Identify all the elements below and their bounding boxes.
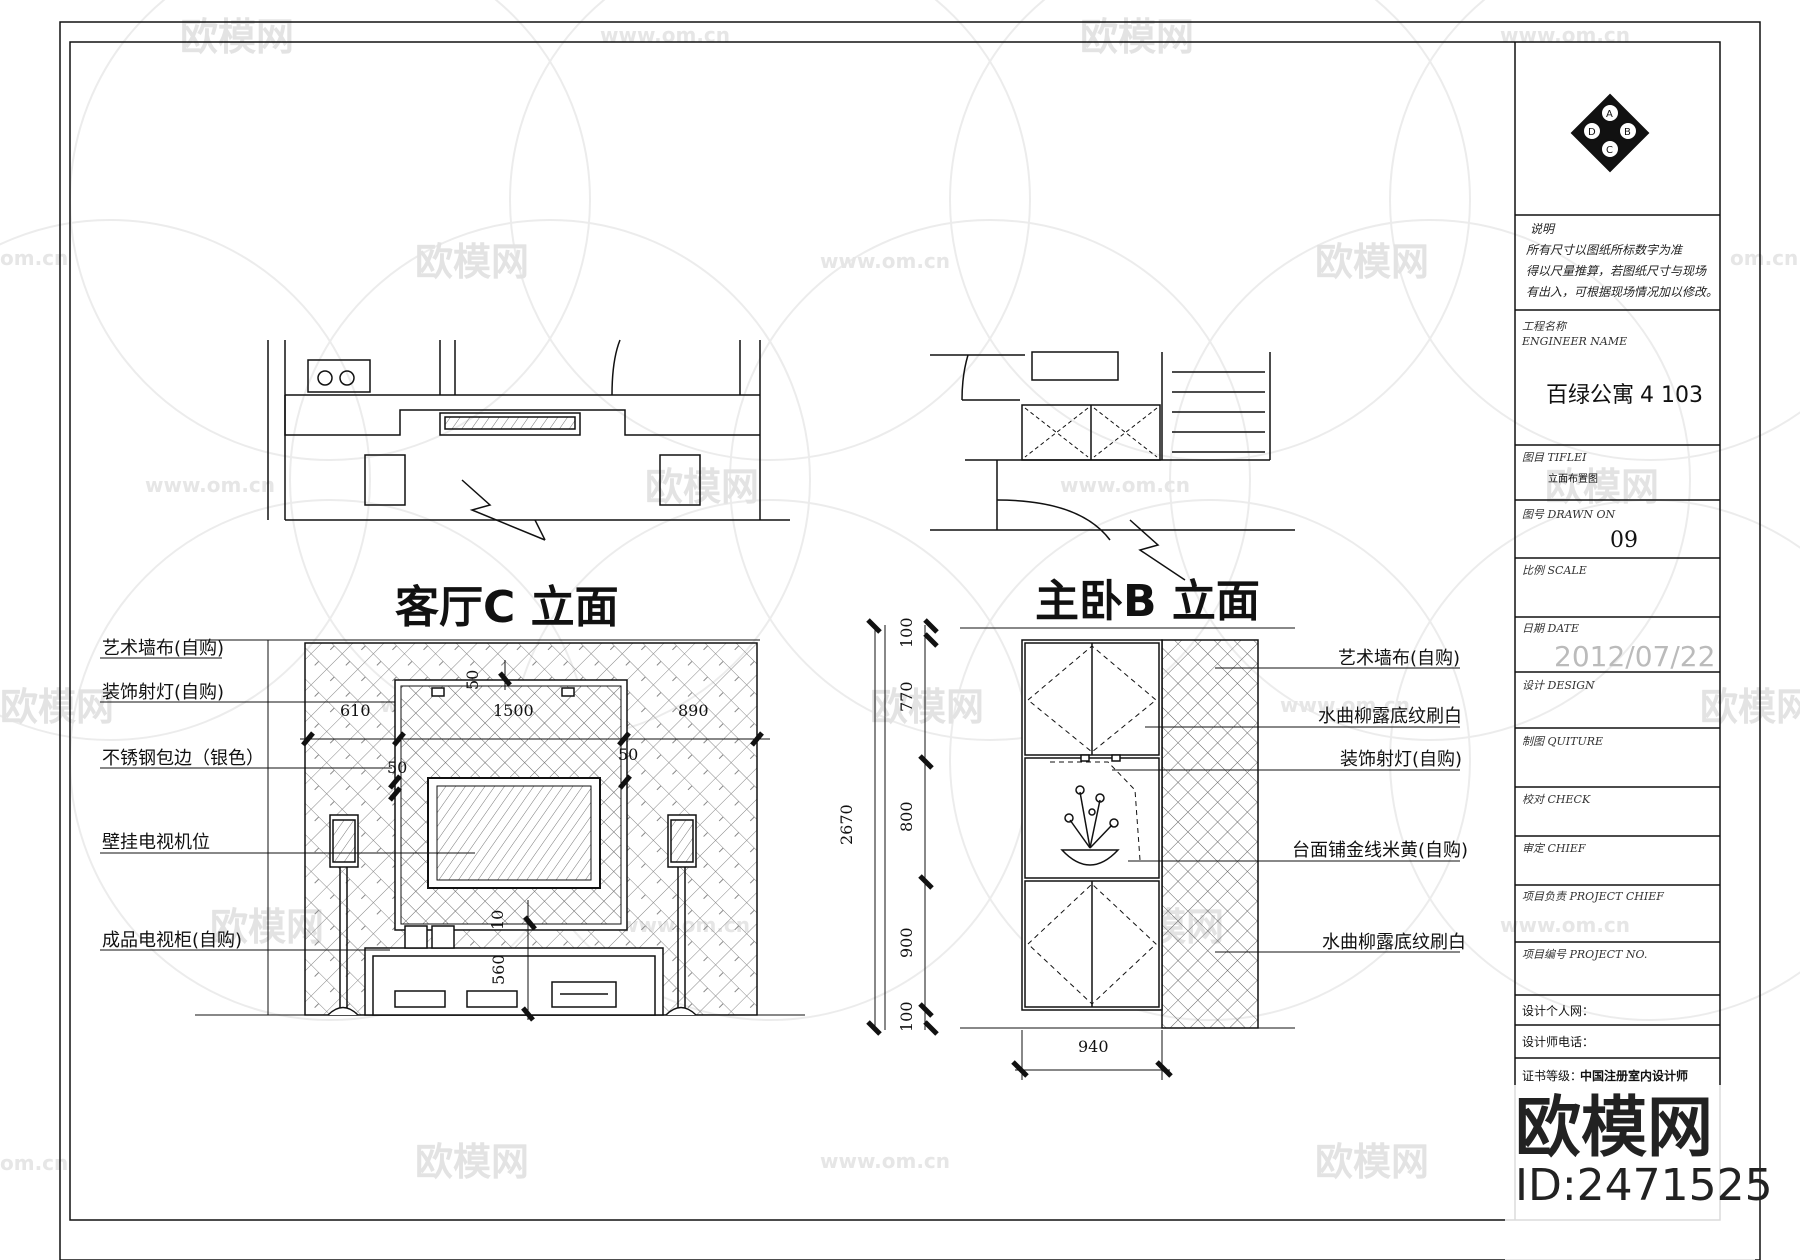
dim-seg-bottom: 100 bbox=[897, 1001, 916, 1032]
website-label: 设计个人网： bbox=[1522, 1004, 1594, 1018]
watermark-url: www.om.cn bbox=[820, 1149, 950, 1173]
project-chief-label: 项目负责 PROJECT CHIEF bbox=[1522, 890, 1664, 903]
label-stainless-trim: 不锈钢包边（银色） bbox=[102, 748, 264, 769]
project-no-label: 项目编号 PROJECT NO. bbox=[1522, 948, 1647, 961]
dim-mid-span: 1500 bbox=[493, 701, 534, 720]
cert-value: 中国注册室内设计师 bbox=[1580, 1068, 1688, 1083]
scale-label: 比例 SCALE bbox=[1522, 564, 1587, 577]
logo-letter-b: B bbox=[1624, 127, 1631, 138]
phone-label: 设计师电话： bbox=[1522, 1035, 1594, 1049]
notes-line-3: 有出入，可根据现场情况加以修改。 bbox=[1526, 285, 1718, 299]
chief-label: 审定 CHIEF bbox=[1522, 842, 1586, 855]
master-bedroom-elevation: 主卧B 立面 bbox=[837, 576, 1468, 1080]
dim-right-span: 890 bbox=[678, 701, 709, 720]
dim-total-height: 2670 bbox=[837, 804, 856, 845]
stamp-id: ID:2471525 bbox=[1515, 1160, 1773, 1211]
dim-right-frame: 50 bbox=[618, 745, 638, 764]
dim-top-50: 50 bbox=[463, 670, 482, 690]
watermark-brand: 欧模网 bbox=[0, 685, 114, 729]
watermark-brand: 欧模网 bbox=[645, 465, 759, 509]
watermark-url: om.cn bbox=[0, 246, 68, 270]
dim-seg-lower: 900 bbox=[897, 927, 916, 958]
title-block: A D B C 说明 所有尺寸以图纸所标数字为准 得以尺量推算，若图纸尺寸与现场… bbox=[1515, 93, 1720, 1083]
label-tv-cabinet: 成品电视柜(自购) bbox=[102, 930, 242, 951]
notes-line-2: 得以尺量推算，若图纸尺寸与现场 bbox=[1526, 264, 1707, 278]
title-label: 图目 TIFLEI bbox=[1522, 451, 1587, 464]
living-room-title: 客厅C 立面 bbox=[395, 582, 619, 633]
watermark-brand: 欧模网 bbox=[415, 1140, 529, 1184]
quiture-label: 制图 QUITURE bbox=[1522, 735, 1603, 748]
label-countertop-marble: 台面铺金线米黄(自购) bbox=[1292, 840, 1468, 861]
notes-title: 说明 bbox=[1530, 222, 1556, 236]
engineer-label-cn: 工程名称 bbox=[1522, 320, 1568, 333]
dim-left-frame: 50 bbox=[387, 758, 407, 777]
notes-line-1: 所有尺寸以图纸所标数字为准 bbox=[1526, 243, 1684, 257]
watermark-url: www.om.cn bbox=[145, 473, 275, 497]
watermark-url: www.om.cn bbox=[1060, 473, 1190, 497]
drawn-value: 09 bbox=[1610, 528, 1638, 553]
living-room-plan bbox=[267, 339, 790, 541]
watermark-url: www.om.cn bbox=[1500, 913, 1630, 937]
logo-letter-a: A bbox=[1606, 109, 1613, 120]
watermark-brand: 欧模网 bbox=[415, 240, 529, 284]
check-label: 校对 CHECK bbox=[1522, 793, 1591, 806]
id-stamp: 欧模网 ID:2471525 bbox=[1505, 1085, 1773, 1260]
label-spotlight: 装饰射灯(自购) bbox=[102, 682, 224, 703]
label-ash-white-1: 水曲柳露底纹刷白 bbox=[1318, 706, 1462, 727]
title-value: 立面布置图 bbox=[1548, 472, 1598, 485]
label-art-wallpaper: 艺术墙布(自购) bbox=[102, 638, 224, 659]
dim-width: 940 bbox=[1078, 1037, 1109, 1056]
sheet-border bbox=[59, 21, 1761, 1260]
project-number: 4 103 bbox=[1640, 383, 1703, 408]
master-bedroom-plan bbox=[930, 351, 1295, 581]
watermark-brand: 欧模网 bbox=[1315, 240, 1429, 284]
logo-letter-c: C bbox=[1606, 145, 1613, 156]
watermark-brand: 欧模网 bbox=[1700, 685, 1800, 729]
dim-left-span: 610 bbox=[340, 701, 371, 720]
drawn-label: 图号 DRAWN ON bbox=[1522, 508, 1616, 521]
living-room-elevation: 客厅C 立面 bbox=[100, 582, 805, 1022]
engineer-label-en: ENGINEER NAME bbox=[1521, 335, 1627, 348]
watermark-url: www.om.cn bbox=[820, 249, 950, 273]
dim-bottom-gap: 10 bbox=[488, 910, 507, 930]
dim-seg-upper: 770 bbox=[897, 681, 916, 712]
design-label: 设计 DESIGN bbox=[1522, 679, 1595, 692]
firm-logo bbox=[1570, 93, 1650, 173]
project-name: 百绿公寓 bbox=[1546, 383, 1634, 408]
date-label: 日期 DATE bbox=[1522, 622, 1579, 635]
dim-seg-mid: 800 bbox=[897, 801, 916, 832]
stamp-brand: 欧模网 bbox=[1515, 1089, 1713, 1166]
dim-seg-top: 100 bbox=[897, 617, 916, 648]
watermark-brand: 欧模网 bbox=[1315, 1140, 1429, 1184]
label-ash-white-2: 水曲柳露底纹刷白 bbox=[1322, 932, 1466, 953]
watermark-url: www.om.cn bbox=[1500, 23, 1630, 47]
logo-letter-d: D bbox=[1588, 127, 1596, 138]
label-bed-art-wallpaper: 艺术墙布(自购) bbox=[1338, 648, 1460, 669]
dim-cabinet-height: 560 bbox=[489, 954, 508, 985]
watermark-brand: 欧模网 bbox=[1545, 465, 1659, 509]
watermark-url: www.om.cn bbox=[1280, 693, 1410, 717]
watermark-brand: 欧模网 bbox=[870, 685, 984, 729]
label-bed-spotlight: 装饰射灯(自购) bbox=[1340, 749, 1462, 770]
date-value: 2012/07/22 bbox=[1554, 640, 1715, 673]
watermark-url: om.cn bbox=[1730, 246, 1798, 270]
watermark-url: www.om.cn bbox=[600, 23, 730, 47]
watermark-url: om.cn bbox=[0, 1151, 68, 1175]
cert-label: 证书等级： bbox=[1522, 1069, 1582, 1083]
label-tv-mount: 壁挂电视机位 bbox=[102, 832, 210, 853]
master-bedroom-title: 主卧B 立面 bbox=[1035, 576, 1260, 627]
